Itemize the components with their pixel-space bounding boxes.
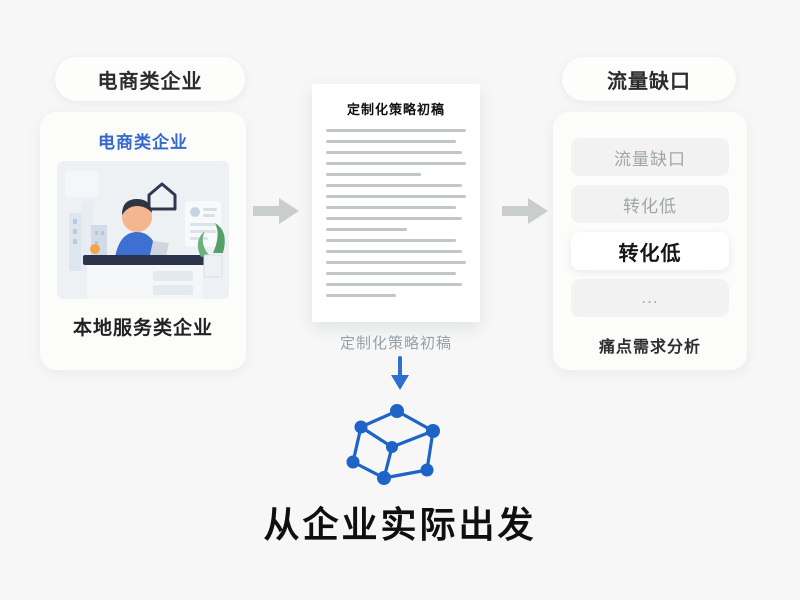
- left-card: 电商类企业: [40, 112, 246, 370]
- document-caption: 定制化策略初稿: [339, 335, 452, 352]
- right-badge-label: 流量缺口: [607, 70, 691, 93]
- left-card-caption: 本地服务类企业: [72, 318, 213, 339]
- strategy-document: 定制化策略初稿: [312, 84, 480, 322]
- left-badge-label: 电商类企业: [97, 70, 203, 93]
- left-card-title: 电商类企业: [98, 133, 188, 152]
- network-graph-icon: [342, 398, 454, 498]
- headline: 从企业实际出发: [263, 504, 537, 545]
- list-item-highlighted: 转化低: [571, 232, 729, 270]
- person-at-desk-illustration: [57, 161, 229, 299]
- right-badge: 流量缺口: [562, 57, 736, 101]
- left-badge: 电商类企业: [55, 57, 245, 101]
- document-title: 定制化策略初稿: [346, 102, 445, 117]
- right-card-caption: 痛点需求分析: [598, 339, 701, 356]
- arrow-right-icon: [502, 196, 548, 231]
- list-item: 流量缺口: [571, 138, 729, 176]
- list-item-ellipsis: ...: [571, 279, 729, 317]
- office-worker-illustration-svg: [57, 161, 229, 299]
- list-item: 转化低: [571, 185, 729, 223]
- arrow-right-icon: [253, 196, 299, 231]
- pain-point-list: 流量缺口 转化低 转化低 ...: [553, 112, 747, 317]
- document-text-lines: [312, 118, 480, 297]
- right-card: 流量缺口 转化低 转化低 ... 痛点需求分析: [553, 112, 747, 370]
- arrow-down-icon: [389, 356, 411, 395]
